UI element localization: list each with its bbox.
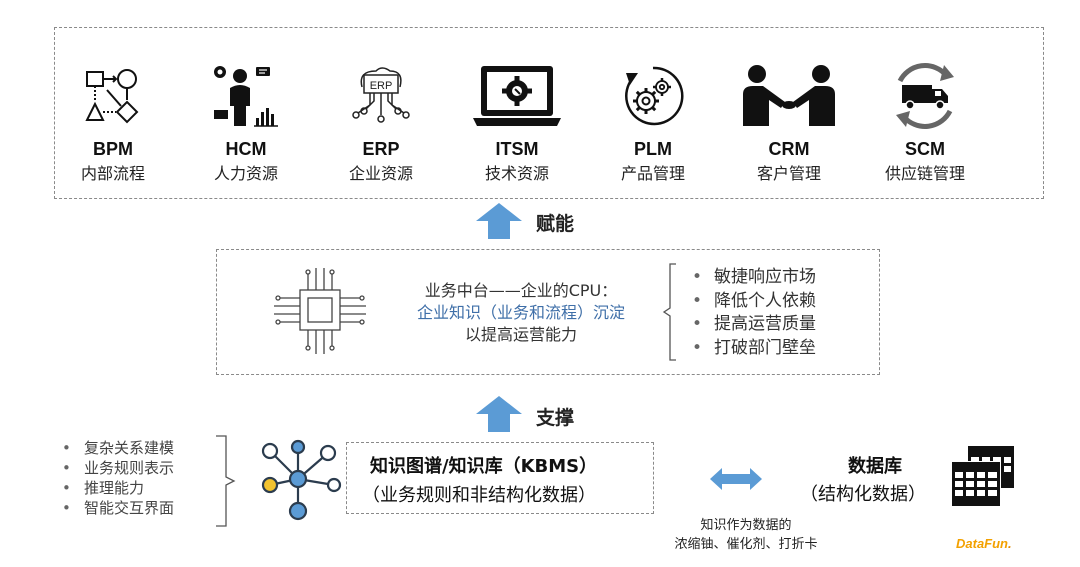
database-table-icon [951,446,1014,507]
erp-circuit-icon: ERP [331,60,431,132]
up-arrow-enable [476,203,522,239]
system-name: 供应链管理 [884,164,965,183]
svg-text:ERP: ERP [370,80,393,92]
system-code: ERP [362,139,400,159]
system-name: 产品管理 [620,164,685,183]
logo-text: DataFun [956,536,1008,551]
list-item: 打破部门壁垒 [688,337,816,361]
system-code: PLM [634,139,672,159]
knowledge-base-box [346,442,654,514]
system-itsm: ITSM 技术资源 [467,60,567,184]
system-name: 内部流程 [80,164,145,183]
systems-box [54,27,1044,199]
system-code: BPM [93,139,133,159]
middle-line-2: 企业知识（业务和流程）沉淀 [416,303,625,322]
kb-subtitle: （业务规则和非结构化数据） [362,485,596,506]
list-item: 复杂关系建模 [58,438,174,458]
kg-capabilities-list: 复杂关系建模 业务规则表示 推理能力 智能交互界面 [58,438,174,518]
knowledge-note: 知识作为数据的 浓缩铀、催化剂、打折卡 [636,516,856,554]
knowledge-graph-icon [261,439,342,521]
system-crm: CRM 客户管理 [739,60,839,184]
system-scm: SCM 供应链管理 [875,60,975,184]
cpu-chip-icon [274,268,366,354]
plm-gears-icon [603,60,703,132]
list-item: 提高运营质量 [688,313,816,337]
middle-line-1: 业务中台——企业的CPU： [424,281,618,300]
system-code: ITSM [495,139,539,159]
system-code: SCM [905,139,945,159]
system-erp: ERP ERP 企业资源 [331,60,431,184]
up-arrow-support [476,396,522,432]
system-code: CRM [768,139,810,159]
system-code: HCM [225,139,267,159]
system-name: 客户管理 [756,164,821,183]
system-bpm: BPM 内部流程 [63,60,163,184]
benefits-list: 敏捷响应市场 降低个人依赖 提高运营质量 打破部门壁垒 [688,266,816,360]
benefits-brace [662,263,676,361]
datafun-logo: DataFun. [956,536,1012,551]
scm-truck-icon [875,60,975,132]
list-item: 推理能力 [58,478,174,498]
arrow-label-enable: 赋能 [536,213,575,235]
list-item: 敏捷响应市场 [688,266,816,290]
business-middle-platform-box [216,249,880,375]
system-name: 企业资源 [348,164,413,183]
crm-handshake-icon [739,60,839,132]
hcm-person-icon [196,60,296,132]
double-arrow [710,468,762,490]
arrow-label-support: 支撑 [536,407,575,429]
middle-line-3: 以提高运营能力 [464,325,577,344]
database-title: 数据库 [848,456,902,477]
capabilities-brace [216,435,236,527]
logo-dot: . [1008,536,1012,551]
middle-platform-description: 业务中台——企业的CPU： 企业知识（业务和流程）沉淀 以提高运营能力 [376,280,666,346]
list-item: 智能交互界面 [58,498,174,518]
kb-title: 知识图谱/知识库（KBMS） [370,456,598,477]
list-item: 业务规则表示 [58,458,174,478]
system-name: 人力资源 [213,164,278,183]
system-name: 技术资源 [484,164,549,183]
list-item: 降低个人依赖 [688,290,816,314]
database-subtitle: （结构化数据） [800,484,926,505]
note-line-2: 浓缩铀、催化剂、打折卡 [674,537,818,552]
bpm-flow-icon [63,60,163,132]
system-plm: PLM 产品管理 [603,60,703,184]
note-line-1: 知识作为数据的 [700,518,792,533]
system-hcm: HCM 人力资源 [196,60,296,184]
itsm-laptop-icon [467,60,567,132]
